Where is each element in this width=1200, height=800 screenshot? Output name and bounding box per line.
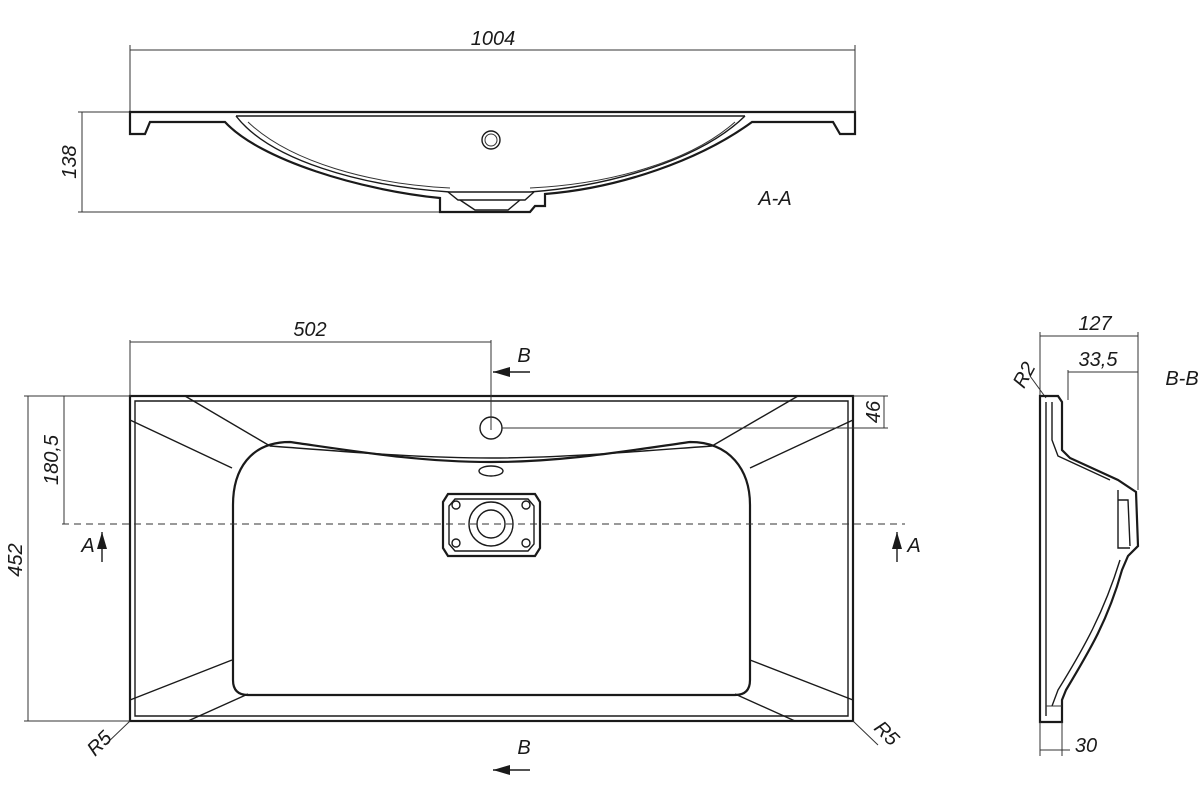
svg-text:B: B xyxy=(517,737,530,759)
basin-profile-outer xyxy=(128,110,857,214)
half-width-dimension: 502 xyxy=(293,319,326,341)
tap-hole xyxy=(481,130,501,150)
depth-dimension: 452 xyxy=(5,543,27,576)
plan-view: 502 46 180,5 452 R5 R5 B B xyxy=(5,319,921,775)
overflow-slot xyxy=(478,465,504,477)
cut-arrow-a-left: A xyxy=(80,532,107,562)
width-dimension: 1004 xyxy=(471,28,516,50)
section-aa-label: A-A xyxy=(757,188,791,210)
bb-profile xyxy=(1038,394,1140,724)
basin-outline xyxy=(128,394,855,723)
svg-text:B: B xyxy=(517,345,530,367)
height-dimension: 138 xyxy=(59,145,81,178)
bb-rim-dimension: 30 xyxy=(1075,735,1097,757)
cut-arrow-a-right: A xyxy=(892,532,921,562)
section-bb-label: B-B xyxy=(1165,368,1198,390)
section-bb-view: B-B 127 33,5 R2 30 xyxy=(1009,313,1199,757)
svg-text:A: A xyxy=(80,535,94,557)
bb-offset-dimension: 33,5 xyxy=(1079,349,1119,371)
radius-right-label: R5 xyxy=(869,717,903,751)
cut-arrow-b-top: B xyxy=(493,345,531,377)
bb-radius-label: R2 xyxy=(1009,359,1040,392)
bowl-outline xyxy=(231,440,752,697)
drain-offset-dimension: 180,5 xyxy=(41,434,63,485)
radius-left-label: R5 xyxy=(83,726,117,760)
bb-depth-dimension: 127 xyxy=(1078,313,1112,335)
tap-hole-offset-dimension: 46 xyxy=(863,400,885,423)
drain-fitting xyxy=(441,492,542,558)
section-aa-view: 1004 138 A-A xyxy=(59,28,857,214)
cut-arrow-b-bottom: B xyxy=(493,737,531,775)
svg-text:A: A xyxy=(906,535,920,557)
